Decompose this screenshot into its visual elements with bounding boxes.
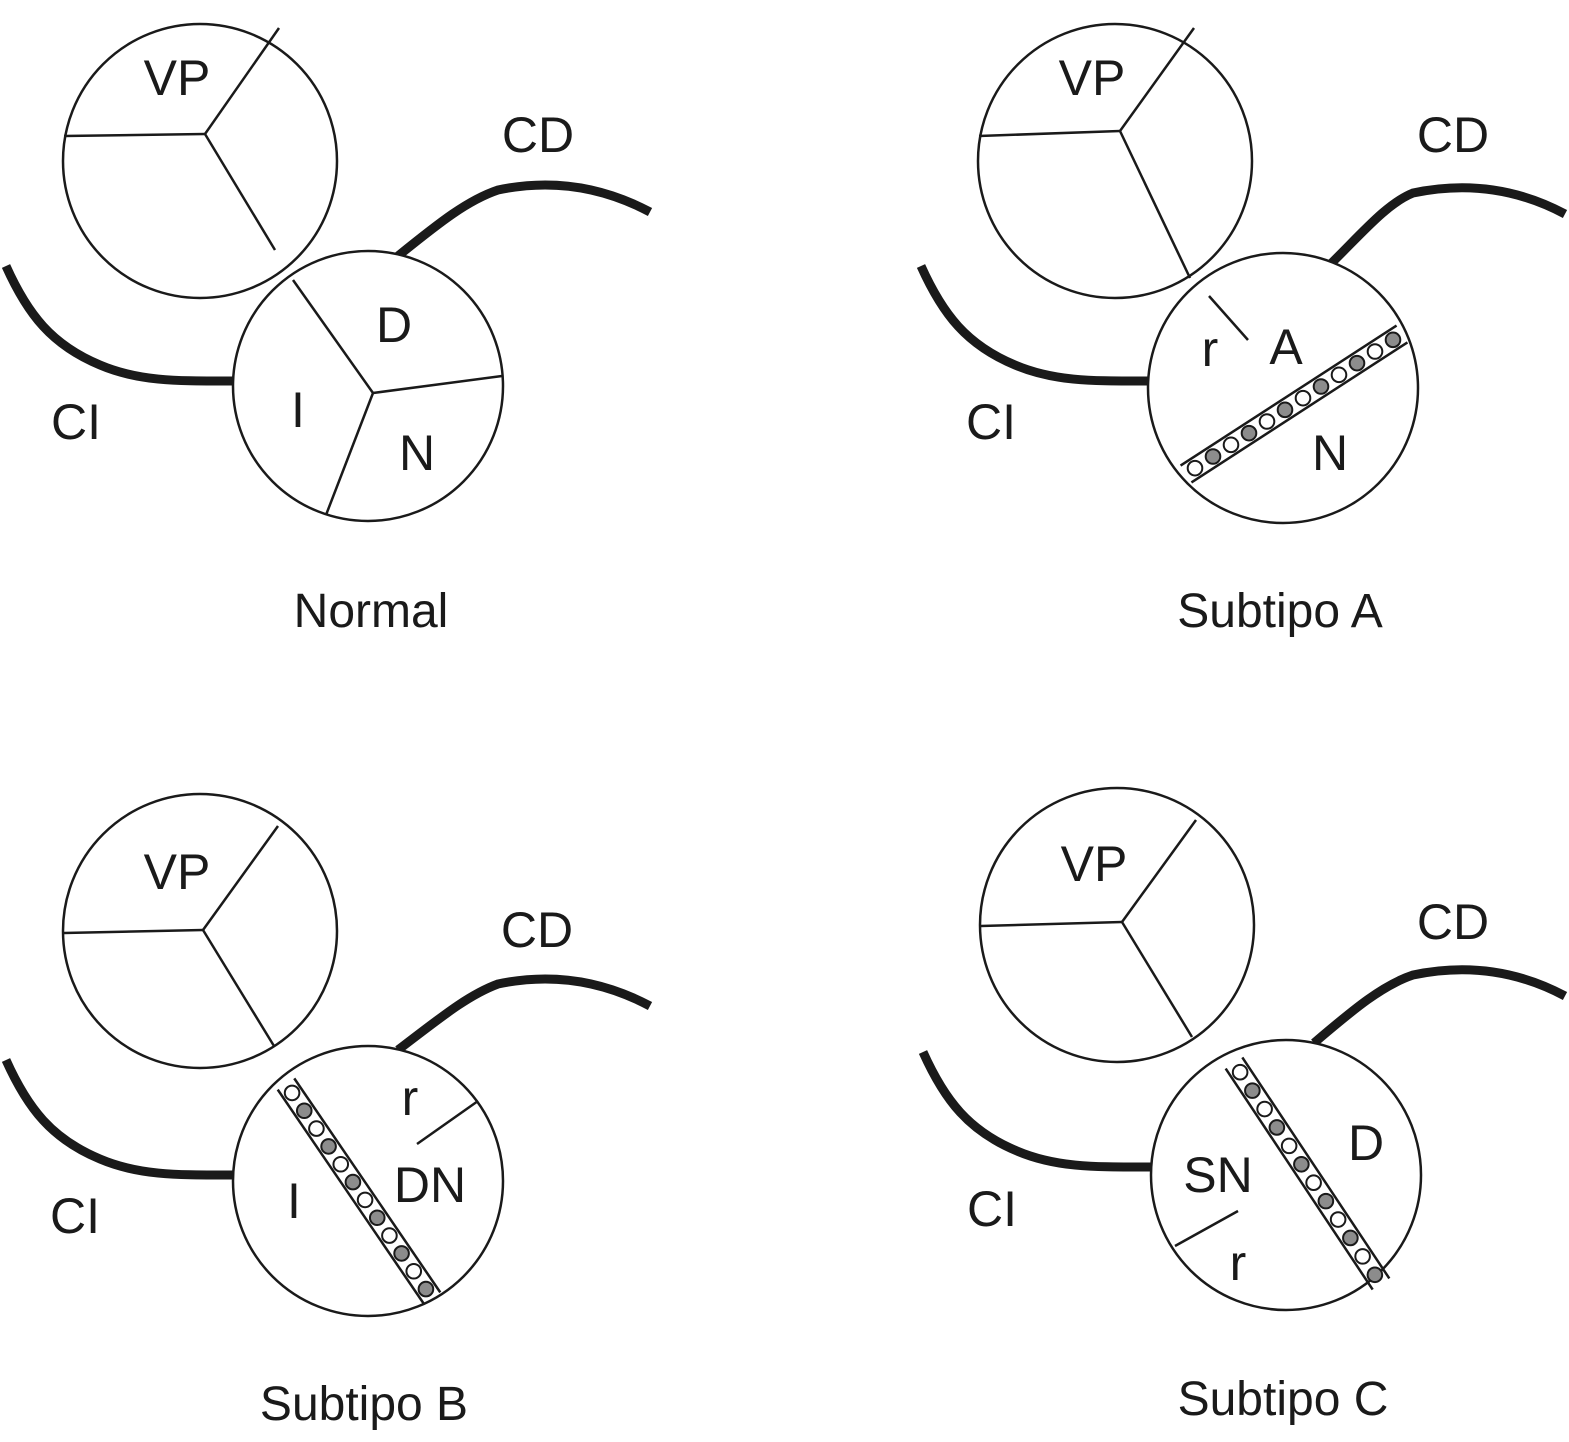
panel-caption: Subtipo A (1177, 585, 1383, 638)
leaflet-bead (356, 1191, 374, 1209)
leaflet-bead (308, 1120, 325, 1137)
aortic-valve-commissures (291, 279, 503, 516)
calcium-bead (1268, 1119, 1286, 1136)
left-coronary-label: CI (967, 1181, 1017, 1237)
fusion-band-edge (1190, 341, 1409, 484)
pulmonary-valve-commissures (63, 825, 280, 1047)
raphe-label: r (402, 1070, 419, 1126)
leaflet-bead (283, 1084, 301, 1102)
calcified-fusion-band (1224, 1056, 1391, 1291)
fusion-band-edge (276, 1088, 425, 1305)
right-coronary-artery (1309, 183, 1568, 285)
cusp-label-right: D (376, 297, 412, 353)
pulmonary-valve-commissures (978, 27, 1196, 279)
calcium-bead (1342, 1229, 1359, 1247)
right-coronary-label: CD (501, 902, 573, 958)
leaflet-bead (1258, 413, 1276, 430)
left-coronary-artery (916, 264, 1150, 386)
panel-caption: Subtipo C (1178, 1373, 1389, 1426)
leaflet-bead (1231, 1063, 1249, 1081)
leaflet-bead (381, 1227, 398, 1244)
panel-normal: VP CD CI D I N Normal (1, 22, 653, 638)
raphe (1208, 295, 1249, 341)
left-coronary-label: CI (51, 394, 101, 450)
aortic-valve (1146, 251, 1420, 525)
calcified-fusion-band (1179, 324, 1409, 484)
cusp-label-fused: A (1269, 319, 1303, 375)
leaflet-bead (1366, 343, 1384, 360)
raphe-label: r (1230, 1235, 1247, 1291)
pulmonary-valve (61, 22, 339, 300)
calcium-bead (1244, 1082, 1261, 1099)
left-coronary-artery (1, 264, 235, 386)
pulmonary-valve-label: VP (1059, 50, 1126, 106)
pulmonary-valve (978, 786, 1256, 1064)
pulmonary-valve-label: VP (1061, 836, 1128, 892)
calcium-bead (1317, 1192, 1335, 1210)
leaflet-bead (1354, 1248, 1371, 1265)
left-coronary-label: CI (966, 394, 1016, 450)
calcium-bead (320, 1138, 337, 1155)
panel-subtype-a: VP CD CI r A N Subtipo A (916, 22, 1568, 638)
right-coronary-artery (1311, 965, 1568, 1047)
calcified-fusion-band (276, 1077, 442, 1305)
fusion-band-edge (293, 1077, 442, 1294)
raphe (1174, 1209, 1239, 1248)
left-coronary-artery (1, 1058, 235, 1180)
fusion-band-edge (1241, 1056, 1391, 1280)
calcium-bead (344, 1173, 362, 1191)
leaflet-bead (332, 1155, 350, 1173)
leaflet-bead (405, 1262, 423, 1280)
leaflet-bead (1222, 436, 1240, 454)
leaflet-bead (1305, 1174, 1322, 1192)
cusp-label-fused: DN (394, 1157, 466, 1213)
pulmonary-valve-label: VP (144, 50, 211, 106)
leaflet-bead (1186, 459, 1204, 477)
right-coronary-artery (395, 180, 653, 260)
cusp-label-noncoronary: N (1312, 425, 1348, 481)
leaflet-bead (1330, 366, 1348, 384)
right-coronary-label: CD (1417, 894, 1489, 950)
panel-caption: Normal (294, 585, 449, 638)
calcium-bead (1312, 378, 1330, 395)
cusp-label-left: I (291, 382, 305, 438)
panel-caption: Subtipo B (260, 1378, 468, 1431)
cusp-label-right: D (1348, 1115, 1384, 1171)
calcium-bead (1348, 354, 1366, 372)
leaflet-bead (1280, 1137, 1298, 1155)
calcium-bead (1384, 331, 1402, 349)
leaflet-bead (1294, 389, 1312, 407)
fusion-band-edge (1224, 1067, 1374, 1291)
panel-subtype-b: VP CD CI r I DN Subtipo B (1, 792, 653, 1431)
panel-subtype-c: VP CD CI D SN r Subtipo C (918, 786, 1568, 1426)
pulmonary-valve-label: VP (144, 844, 211, 900)
pulmonary-valve (976, 22, 1254, 300)
fusion-band-edge (1179, 324, 1398, 467)
right-coronary-label: CD (1417, 107, 1489, 163)
leaflet-bead (1329, 1211, 1347, 1228)
cusp-label-noncoronary: N (399, 425, 435, 481)
calcium-bead (417, 1280, 435, 1298)
calcium-bead (1366, 1266, 1384, 1284)
calcium-bead (368, 1209, 386, 1227)
calcium-bead (295, 1102, 313, 1120)
calcium-bead (393, 1245, 410, 1262)
calcium-bead (1293, 1155, 1310, 1173)
right-coronary-label: CD (502, 107, 574, 163)
cusp-label-fused: SN (1183, 1147, 1252, 1203)
leaflet-bead (1256, 1100, 1273, 1118)
calcium-bead (1204, 448, 1222, 465)
left-coronary-label: CI (50, 1188, 100, 1244)
right-coronary-artery (395, 974, 653, 1054)
pulmonary-valve-commissures (63, 27, 281, 251)
calcium-bead (1276, 401, 1294, 419)
raphe (416, 1099, 479, 1146)
raphe-label: r (1202, 321, 1219, 377)
pulmonary-valve-commissures (980, 819, 1198, 1038)
cusp-label-left: I (287, 1173, 301, 1229)
left-coronary-artery (918, 1050, 1152, 1172)
calcium-bead (1240, 424, 1258, 442)
